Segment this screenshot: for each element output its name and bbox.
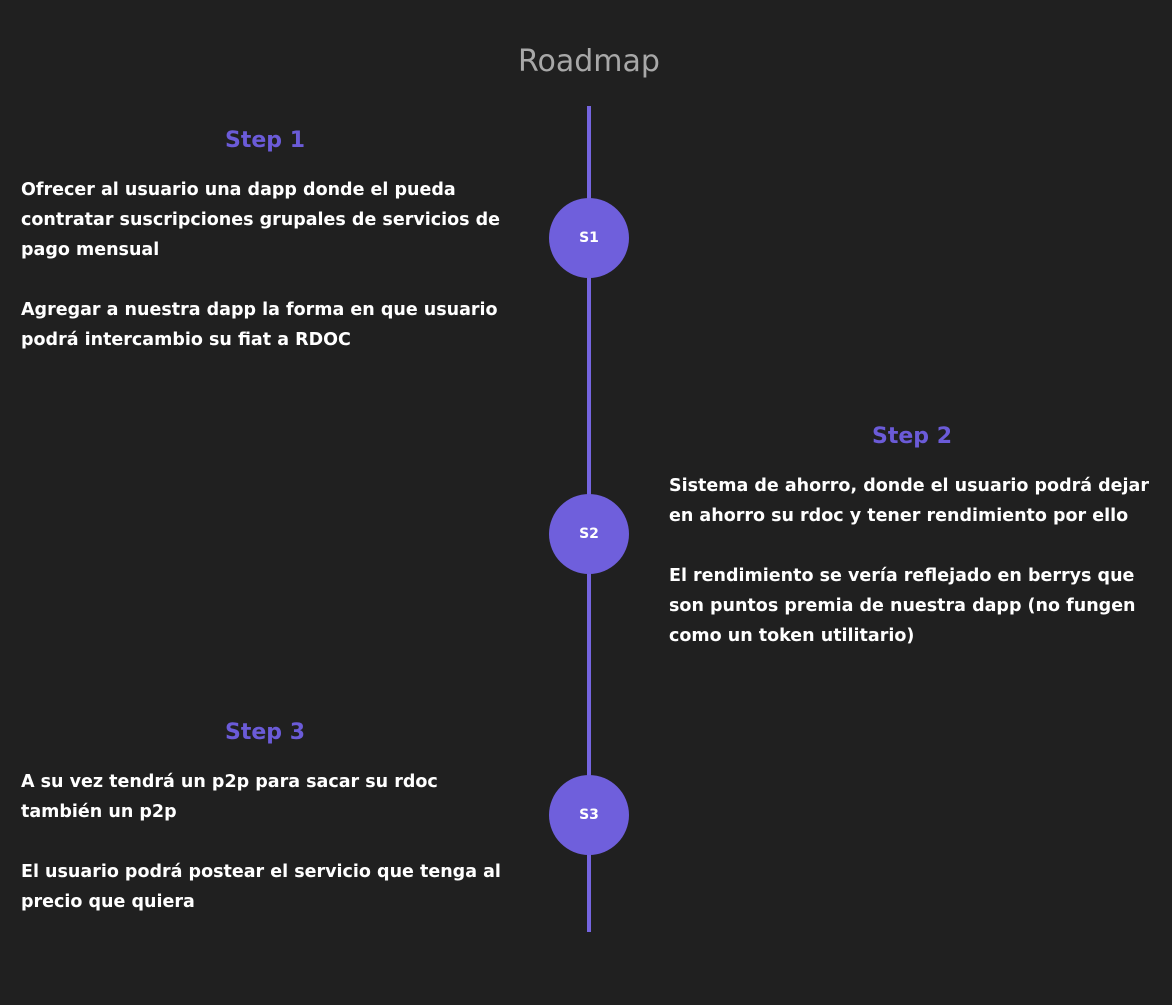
step-paragraph: El usuario podrá postear el servicio que… [21, 862, 501, 912]
step-paragraph: Ofrecer al usuario una dapp donde el pue… [21, 180, 501, 260]
page-title: Roadmap [518, 44, 660, 79]
step-title: Step 2 [872, 424, 952, 449]
step-node-s2: S2 [549, 494, 629, 574]
step-paragraph: A su vez tendrá un p2p para sacar su rdo… [21, 772, 438, 822]
step-node-s1: S1 [549, 198, 629, 278]
step-description: Sistema de ahorro, donde el usuario podr… [669, 471, 1164, 651]
step-title: Step 3 [225, 720, 305, 745]
step-paragraph: Sistema de ahorro, donde el usuario podr… [669, 476, 1149, 526]
step-paragraph: Agregar a nuestra dapp la forma en que u… [21, 300, 498, 350]
step-paragraph: El rendimiento se vería reflejado en ber… [669, 566, 1136, 646]
step-description: Ofrecer al usuario una dapp donde el pue… [21, 175, 521, 355]
step-node-s3: S3 [549, 775, 629, 855]
step-title: Step 1 [225, 128, 305, 153]
step-description: A su vez tendrá un p2p para sacar su rdo… [21, 767, 521, 917]
